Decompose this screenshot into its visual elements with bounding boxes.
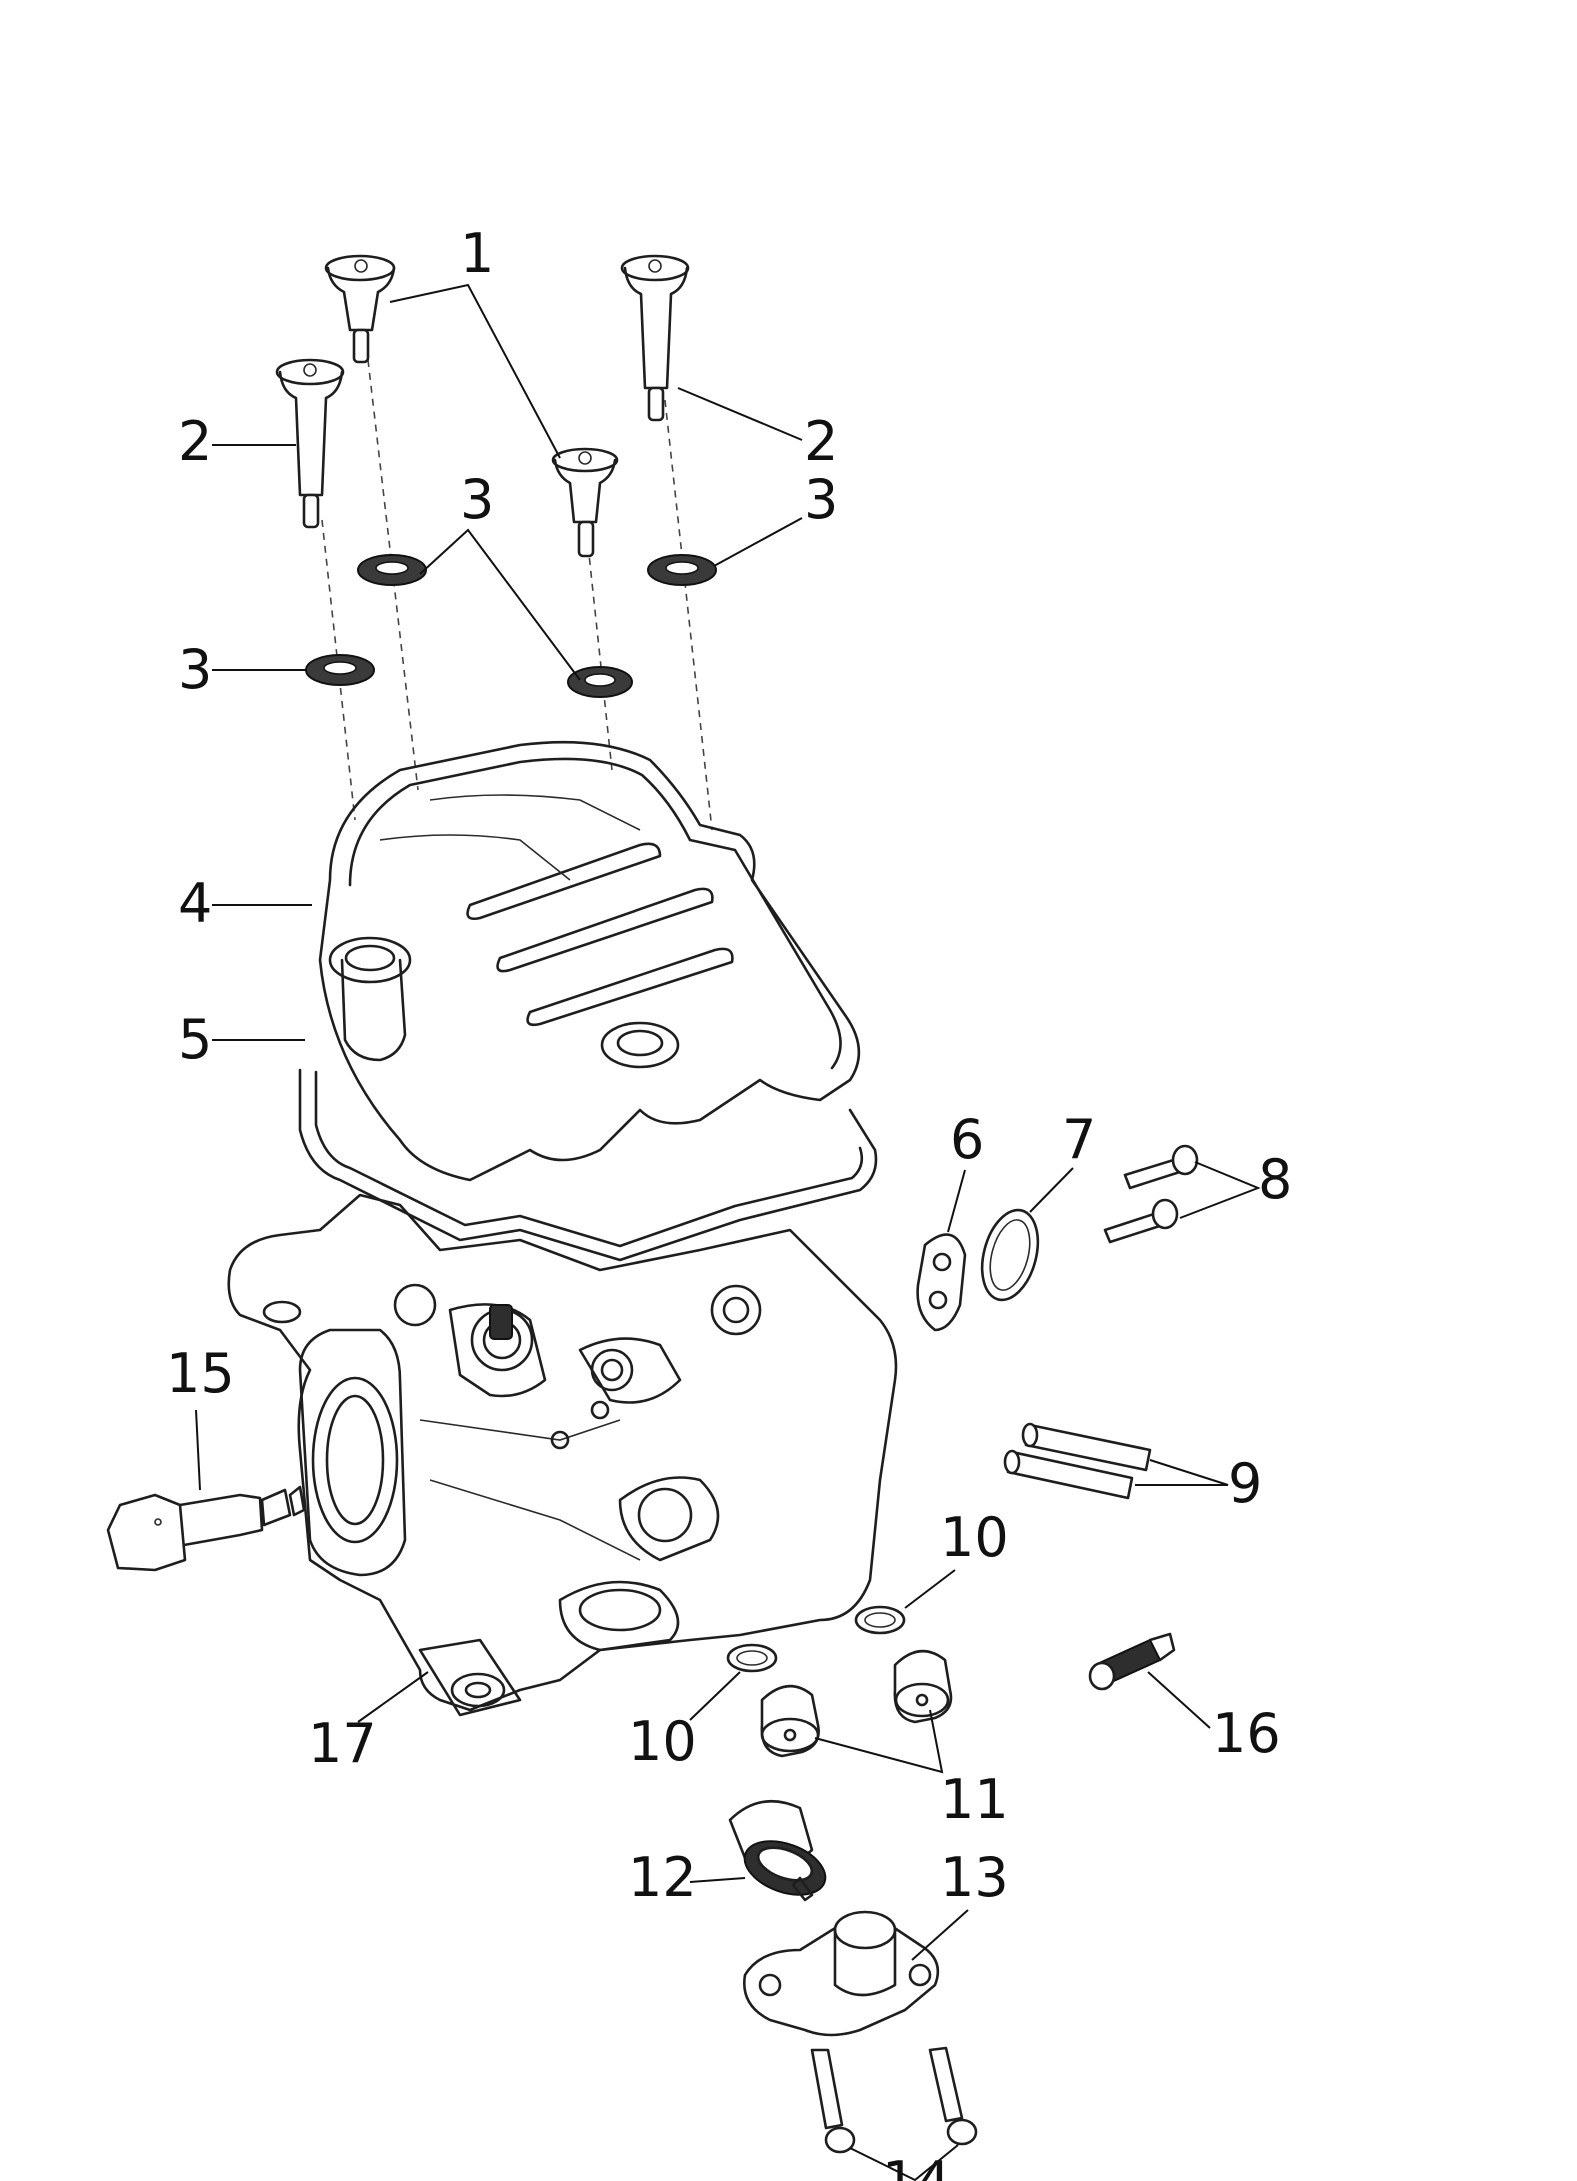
assembly-guide-lines bbox=[321, 359, 713, 831]
leader-lines bbox=[195, 283, 1261, 2181]
bolt-short-right bbox=[551, 447, 619, 558]
callout-9: 9 bbox=[1228, 1452, 1262, 1515]
callout-5: 5 bbox=[178, 1008, 212, 1071]
callout-10-lower: 10 bbox=[628, 1710, 697, 1773]
cover-plate bbox=[980, 1208, 1040, 1302]
small-bolt-lower bbox=[1103, 1198, 1179, 1244]
o-ring-upper bbox=[854, 1605, 906, 1635]
dowel-pin-lower bbox=[1003, 1449, 1134, 1500]
callout-15: 15 bbox=[166, 1342, 235, 1405]
callout-13: 13 bbox=[940, 1846, 1009, 1909]
callout-6: 6 bbox=[950, 1108, 984, 1171]
valve-cover bbox=[318, 740, 861, 1182]
callout-11: 11 bbox=[940, 1768, 1009, 1831]
callout-3-upper-left: 3 bbox=[460, 468, 494, 531]
thermostat bbox=[728, 1799, 827, 1902]
callout-7: 7 bbox=[1062, 1108, 1096, 1171]
callout-14: 14 bbox=[882, 2150, 951, 2181]
washer-upper-right bbox=[647, 554, 717, 586]
cylinder-head bbox=[227, 1193, 898, 1717]
small-bolt-upper bbox=[1123, 1144, 1199, 1190]
callout-8: 8 bbox=[1258, 1148, 1292, 1211]
callout-3-lower-left: 3 bbox=[178, 638, 212, 701]
callout-4: 4 bbox=[178, 872, 212, 935]
housing-bolt-left bbox=[810, 2048, 856, 2154]
callout-12: 12 bbox=[628, 1846, 697, 1909]
bolt-short-left bbox=[324, 254, 396, 364]
o-ring-lower bbox=[726, 1643, 778, 1673]
callout-10-upper: 10 bbox=[940, 1506, 1009, 1569]
callout-2-left: 2 bbox=[178, 410, 212, 473]
plug-left bbox=[760, 1684, 820, 1758]
washer-lower-left bbox=[305, 654, 375, 686]
small-sensor bbox=[1088, 1632, 1176, 1691]
callout-3-upper-right: 3 bbox=[804, 468, 838, 531]
cover-gasket bbox=[298, 1068, 878, 1262]
cover-plate-gasket bbox=[916, 1233, 967, 1332]
callout-17: 17 bbox=[308, 1712, 377, 1775]
dowel-pin-upper bbox=[1021, 1422, 1152, 1472]
callout-2-right: 2 bbox=[804, 410, 838, 473]
washer-lower-middle bbox=[567, 666, 633, 698]
plug-right bbox=[893, 1649, 953, 1724]
bolt-long-right bbox=[620, 254, 690, 422]
callout-labels: 1 2 2 3 3 3 4 5 6 7 8 9 10 10 11 12 13 1… bbox=[166, 222, 1292, 2181]
temperature-sensor bbox=[106, 1485, 306, 1572]
housing-bolt-right bbox=[928, 2046, 978, 2146]
washer-upper-left bbox=[357, 554, 427, 586]
bolt-long-left bbox=[275, 358, 345, 529]
callout-1: 1 bbox=[460, 222, 494, 285]
callout-16: 16 bbox=[1212, 1702, 1281, 1765]
thermostat-housing bbox=[742, 1910, 940, 2037]
